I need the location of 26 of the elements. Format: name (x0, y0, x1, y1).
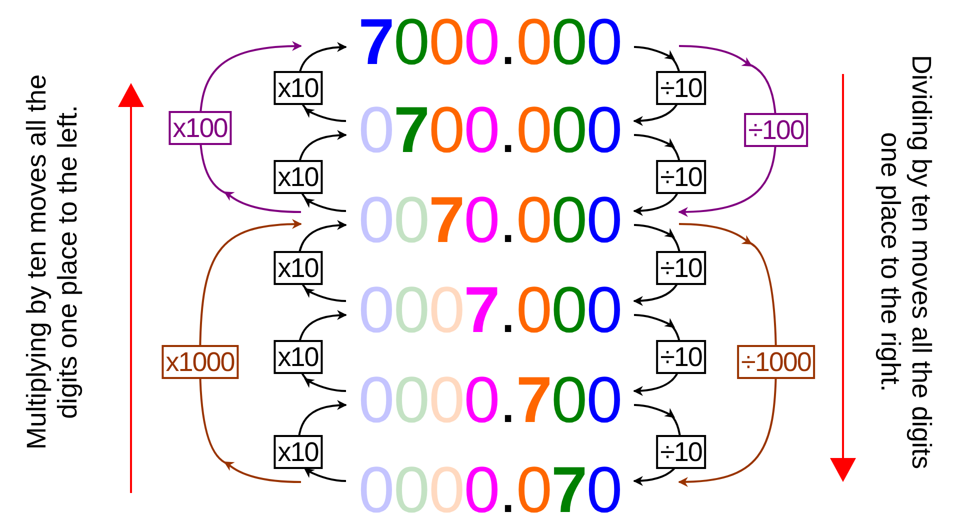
edge-label: ÷10 (656, 160, 706, 194)
edge-label: x10 (274, 435, 322, 469)
edge-label: ÷100 (744, 113, 808, 147)
edge-label: x100 (168, 111, 232, 145)
number-display: 0000.070 (350, 450, 630, 529)
number-display: 0070.000 (350, 180, 630, 260)
edge-label: x10 (274, 340, 322, 374)
edge-label: x10 (274, 160, 322, 194)
number-display: 0007.000 (350, 270, 630, 350)
edge-label: ÷1000 (737, 345, 815, 379)
edge-label: ÷10 (656, 340, 706, 374)
number-display: 0000.700 (350, 360, 630, 440)
number-display: 0700.000 (350, 90, 630, 170)
arrow (678, 223, 777, 487)
edge-label: x1000 (162, 345, 238, 379)
edge-label: ÷10 (656, 71, 706, 105)
edge-label: ÷10 (656, 435, 706, 469)
edge-label: x10 (274, 251, 322, 285)
edge-label: ÷10 (656, 251, 706, 285)
arrow (678, 45, 777, 217)
note-text: Dividing by ten moves all the digits one place to the right. (874, 54, 936, 470)
note-text: Multiplying by ten moves all the digits one place to the left. (22, 73, 84, 452)
arrow (199, 41, 302, 213)
edge-label: x10 (274, 71, 322, 105)
arrow (199, 219, 302, 483)
number-display: 7000.000 (350, 2, 630, 82)
